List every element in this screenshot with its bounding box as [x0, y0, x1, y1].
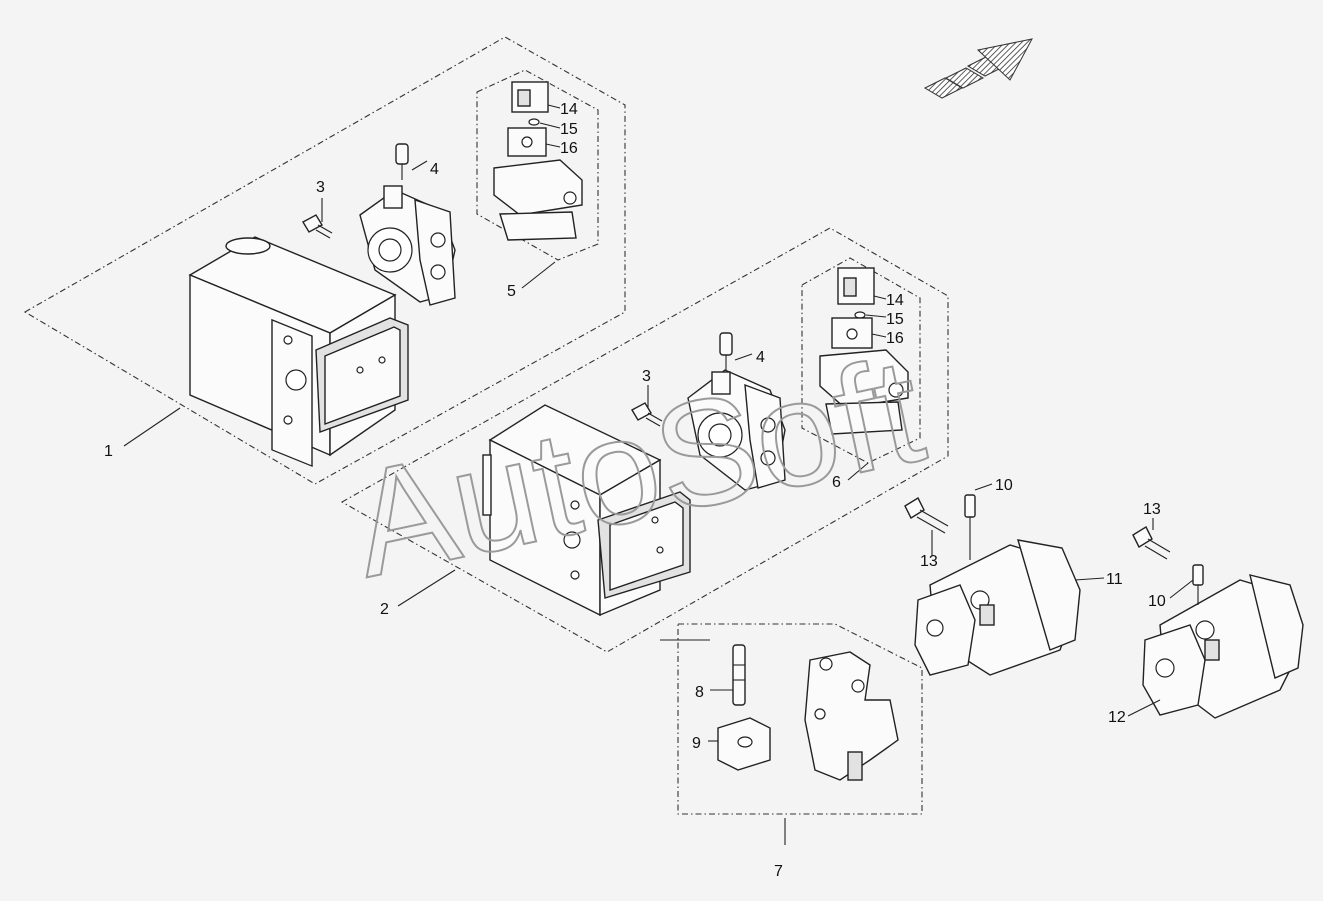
- plug-4-upper: [395, 143, 409, 180]
- valve-stack-upper: [493, 81, 583, 241]
- group-boundary-1: [23, 36, 626, 485]
- subgroup-boundary-5: [476, 69, 599, 261]
- callout-2: 2: [380, 601, 389, 618]
- plug-10-right: [1192, 564, 1204, 605]
- callout-5: 5: [507, 283, 516, 300]
- group-boundary-7: [677, 623, 923, 815]
- callout-14-lower: 14: [886, 292, 904, 309]
- callout-12: 12: [1108, 709, 1126, 726]
- plug-10-left: [964, 494, 976, 560]
- callout-11: 11: [1106, 571, 1123, 588]
- pump-body-lower: [687, 369, 786, 491]
- callout-14-upper: 14: [560, 101, 578, 118]
- pump-body-upper: [359, 185, 456, 306]
- bolt-13-left: [904, 497, 949, 534]
- coil-9: [717, 717, 771, 771]
- callout-9: 9: [692, 735, 701, 752]
- callout-15-upper: 15: [560, 121, 578, 138]
- callout-3-upper: 3: [316, 179, 325, 196]
- valve-housing-7: [804, 651, 899, 781]
- leader-lines: [123, 104, 1194, 845]
- callout-4-lower: 4: [756, 349, 765, 366]
- callout-16-lower: 16: [886, 330, 904, 347]
- bolt-13-right: [1132, 526, 1171, 560]
- housing-block-2: [482, 404, 691, 617]
- callout-16-upper: 16: [560, 140, 578, 157]
- callout-8: 8: [695, 684, 704, 701]
- solenoid-cartridge-8: [732, 644, 746, 706]
- callout-13-right: 13: [1143, 501, 1161, 518]
- bolt-3-lower: [631, 402, 663, 427]
- callout-7: 7: [774, 863, 783, 880]
- valve-stack-lower: [819, 267, 909, 435]
- callout-10-right: 10: [1148, 593, 1166, 610]
- pump-11: [914, 539, 1081, 676]
- plug-4-lower: [719, 332, 733, 370]
- callout-15-lower: 15: [886, 311, 904, 328]
- callout-3-lower: 3: [642, 368, 651, 385]
- callout-6: 6: [832, 474, 841, 491]
- callout-4-upper: 4: [430, 161, 439, 178]
- housing-block-1: [188, 236, 409, 468]
- callout-1: 1: [104, 443, 113, 460]
- callout-13-left: 13: [920, 553, 938, 570]
- group-boundary-2: [340, 227, 949, 653]
- direction-arrow-icon: [923, 38, 1033, 99]
- pump-12: [1142, 574, 1304, 719]
- bolt-3-upper: [302, 214, 333, 239]
- subgroup-boundary-6: [801, 257, 921, 464]
- callout-10-left: 10: [995, 477, 1013, 494]
